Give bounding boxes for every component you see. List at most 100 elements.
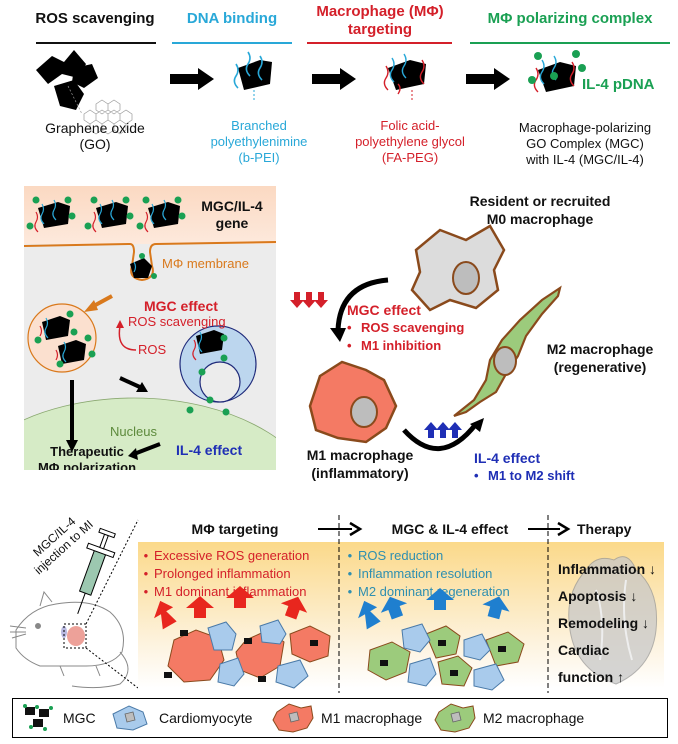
bullet-item: •Prolonged inflammation bbox=[140, 566, 291, 581]
ros-label: ROS bbox=[138, 342, 167, 357]
step-header-dna: DNA binding bbox=[186, 10, 278, 27]
label-line: (FA-PEG) bbox=[381, 150, 439, 165]
m0-label: Resident or recruited M0 macrophage bbox=[440, 192, 640, 228]
cardiomyocyte-cell bbox=[275, 659, 309, 689]
label-line: M1 macrophage bbox=[306, 447, 414, 463]
bullet-text: M1 inhibition bbox=[361, 338, 442, 353]
graphene-oxide-icon bbox=[36, 50, 133, 135]
label-line: Resident or recruited bbox=[469, 193, 611, 209]
cardiomyocyte-cell bbox=[401, 623, 431, 653]
cell-diagram bbox=[24, 196, 276, 470]
label-line: polyethylene glycol bbox=[355, 134, 465, 149]
pei-label: Branched polyethylenimine (b-PEI) bbox=[184, 118, 334, 166]
bullet-item: •ROS reduction bbox=[344, 548, 444, 563]
mgc-effect-label: MGC effect bbox=[144, 298, 218, 314]
label-line: M0 macrophage bbox=[486, 211, 594, 227]
bullet-item: •Excessive ROS generation bbox=[140, 548, 310, 563]
label-line: (b-PEI) bbox=[238, 150, 280, 165]
mouse-injection-icon bbox=[9, 519, 139, 689]
label-line: M2 macrophage bbox=[546, 341, 654, 357]
bullet-item: •Inflammation resolution bbox=[344, 566, 493, 581]
step-header-ros: ROS scavenging bbox=[35, 10, 155, 27]
peg-label: Folic acid- polyethylene glycol (FA-PEG) bbox=[335, 118, 485, 166]
m1-label: M1 macrophage (inflammatory) bbox=[290, 446, 430, 482]
step-rule bbox=[172, 42, 292, 44]
header-line: targeting bbox=[347, 21, 413, 38]
m1-macrophage bbox=[308, 360, 398, 444]
go-label: Graphene oxide (GO) bbox=[30, 120, 160, 152]
step-rule bbox=[307, 42, 452, 44]
bullet-text: Excessive ROS generation bbox=[154, 548, 310, 563]
step-rule bbox=[36, 42, 156, 44]
cardiomyocyte-cell bbox=[217, 657, 245, 687]
therapy-item: function ↑ bbox=[558, 669, 625, 685]
therapy-outcomes: Inflammation ↓ Apoptosis ↓ Remodeling ↓ … bbox=[558, 556, 656, 691]
cardiomyocyte-cell bbox=[407, 657, 437, 687]
step-rule bbox=[470, 42, 670, 44]
stage-header-targeting: MΦ targeting bbox=[191, 521, 279, 537]
bullet-text: M1 dominant inflammation bbox=[154, 584, 307, 599]
il4-effect-label: IL-4 effect bbox=[176, 442, 243, 458]
bullet-item: •M1 to M2 shift bbox=[474, 468, 575, 483]
ros-scavenging-label: ROS scavenging bbox=[128, 314, 226, 329]
nucleus-label: Nucleus bbox=[110, 424, 157, 439]
label-line: with IL-4 (MGC/IL-4) bbox=[526, 152, 644, 167]
red-up-arrow-icon bbox=[154, 586, 308, 630]
stage-dividers bbox=[318, 515, 571, 693]
cardiomyocyte-cell bbox=[473, 663, 505, 691]
bullet-text: ROS reduction bbox=[358, 548, 444, 563]
cardiomyocyte-cell bbox=[463, 633, 491, 661]
legend-label-cardiomyocyte: Cardiomyocyte bbox=[159, 710, 253, 726]
stage-header-therapy: Therapy bbox=[577, 521, 632, 537]
label-line: (inflammatory) bbox=[311, 465, 409, 481]
membrane-label: MΦ membrane bbox=[162, 256, 249, 271]
blue-up-arrow-icon bbox=[358, 588, 510, 630]
cardiomyocyte-cell bbox=[259, 619, 287, 645]
label-line: Therapeutic bbox=[50, 444, 124, 459]
mgc-label: Macrophage-polarizing GO Complex (MGC) w… bbox=[500, 120, 670, 168]
bullet-item: •ROS scavenging bbox=[347, 320, 465, 335]
m2-cell bbox=[367, 641, 411, 681]
step-header-targeting: Macrophage (MΦ) targeting bbox=[300, 3, 460, 39]
il4-dot bbox=[26, 196, 230, 416]
macrophage-cells bbox=[290, 224, 562, 451]
therapy-item: Apoptosis ↓ bbox=[558, 588, 638, 604]
step-header-complex: MΦ polarizing complex bbox=[487, 10, 653, 27]
mgc-gene-label: MGC/IL-4 gene bbox=[192, 198, 272, 232]
mgc-particle bbox=[164, 630, 506, 682]
heart-icon bbox=[568, 556, 658, 685]
stage2-bullets: •ROS reduction •Inflammation resolution … bbox=[344, 547, 510, 601]
label-line: Graphene oxide bbox=[45, 120, 145, 136]
bullet-text: M2 dominant regeneration bbox=[358, 584, 510, 599]
stage-header-effect: MGC & IL-4 effect bbox=[391, 521, 509, 537]
bullet-item: •M1 dominant inflammation bbox=[140, 584, 307, 599]
therapy-item: Remodeling ↓ bbox=[558, 615, 650, 631]
label-line: GO Complex (MGC) bbox=[526, 136, 644, 151]
label-line: Branched bbox=[231, 118, 287, 133]
il4-pdna-label: IL-4 pDNA bbox=[582, 76, 655, 93]
bullet-item: •M1 inhibition bbox=[347, 338, 442, 353]
therapy-item: Cardiac bbox=[558, 642, 610, 658]
bullet-text: ROS scavenging bbox=[361, 320, 465, 335]
bullet-text: Inflammation resolution bbox=[358, 566, 493, 581]
legend-label-m1: M1 macrophage bbox=[321, 710, 423, 726]
therapy-item: Inflammation ↓ bbox=[558, 561, 657, 577]
go-pei-icon bbox=[233, 51, 272, 100]
mgc-particle bbox=[38, 202, 224, 364]
il4-effect-title: IL-4 effect bbox=[474, 450, 541, 466]
mgc-effect-block: MGC effect •ROS scavenging •M1 inhibitio… bbox=[347, 302, 464, 355]
label-line: MGC/IL-4 bbox=[201, 198, 263, 214]
therapeutic-label: Therapeutic MΦ polarization bbox=[32, 444, 142, 470]
label-line: Macrophage-polarizing bbox=[518, 120, 652, 135]
label-line: MΦ polarization bbox=[37, 460, 137, 470]
bullet-text: M1 to M2 shift bbox=[488, 468, 575, 483]
il4-effect-block: IL-4 effect •M1 to M2 shift bbox=[474, 450, 575, 485]
go-peg-icon bbox=[383, 53, 426, 100]
process-arrow-icon bbox=[170, 68, 214, 90]
mgc-il4-complex-icon bbox=[528, 50, 586, 93]
legend-label-m2: M2 macrophage bbox=[483, 710, 585, 726]
stage1-bullets: •Excessive ROS generation •Prolonged inf… bbox=[140, 547, 310, 601]
mgc-legend-icon bbox=[23, 704, 53, 731]
mgc-effect-title: MGC effect bbox=[347, 302, 421, 318]
decrease-arrows-icon bbox=[290, 292, 328, 308]
